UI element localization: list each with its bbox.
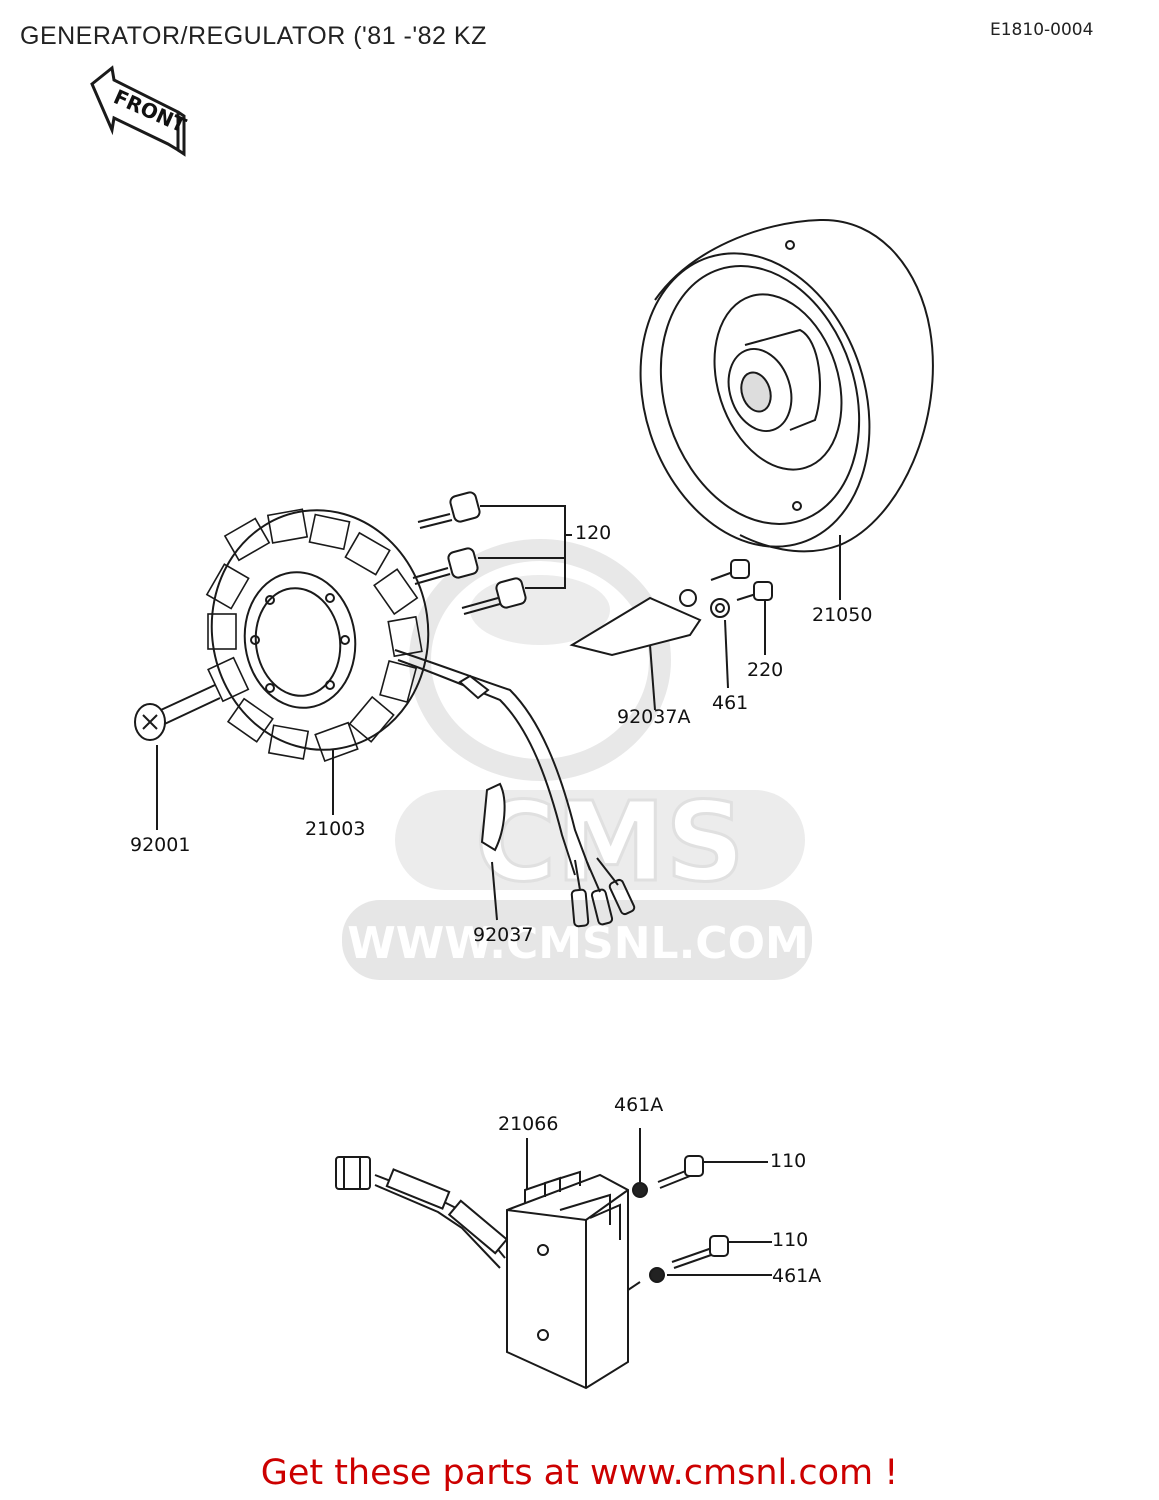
part-label-461[interactable]: 461 — [712, 692, 749, 714]
footer-link[interactable]: Get these parts at www.cmsnl.com ! — [260, 1453, 899, 1493]
plate-92037A — [569, 596, 702, 711]
part-label-110-mid[interactable]: 110 — [772, 1229, 809, 1251]
clamp-92037 — [480, 782, 506, 921]
part-label-92037[interactable]: 92037 — [473, 924, 534, 946]
stator-bolts — [412, 491, 572, 615]
part-label-461A-bottom[interactable]: 461A — [772, 1265, 822, 1287]
regulator-bolts — [657, 1155, 772, 1269]
nut-461 — [679, 589, 730, 689]
part-label-21003[interactable]: 21003 — [305, 818, 366, 840]
part-label-220[interactable]: 220 — [747, 659, 784, 681]
page-title: GENERATOR/REGULATOR ('81 -'82 KZ — [20, 22, 487, 50]
regulator-nuts — [627, 1128, 772, 1291]
regulator-rectifier — [335, 1138, 629, 1390]
diagram-code: E1810-0004 — [990, 20, 1094, 40]
front-arrow-icon: FRONT — [90, 65, 190, 157]
rotor-flywheel — [639, 218, 934, 553]
part-label-110-top[interactable]: 110 — [770, 1150, 807, 1172]
part-label-461A-top[interactable]: 461A — [614, 1094, 664, 1116]
part-label-92037A[interactable]: 92037A — [617, 706, 691, 728]
screws-220 — [710, 559, 773, 655]
part-label-120[interactable]: 120 — [575, 522, 612, 544]
part-label-21050[interactable]: 21050 — [812, 604, 873, 626]
stator-coil — [205, 508, 636, 928]
part-label-21066[interactable]: 21066 — [498, 1113, 559, 1135]
part-label-92001[interactable]: 92001 — [130, 834, 191, 856]
bolt-92001 — [134, 684, 221, 830]
